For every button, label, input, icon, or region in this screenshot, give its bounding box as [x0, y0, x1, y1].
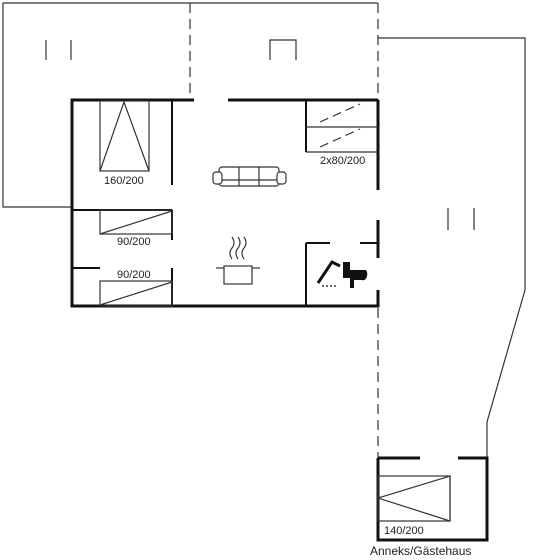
bed-single-2-label: 90/200: [117, 269, 151, 281]
bed-main-double: [99, 100, 150, 172]
bed-single-2: [99, 280, 173, 307]
bed-single-1: [99, 209, 173, 235]
terrace-outline: [2, 2, 526, 458]
cooking-pot-icon: [216, 236, 260, 285]
annex-caption: Anneks/Gästehaus: [370, 544, 471, 558]
bed-annex-label: 140/200: [384, 525, 424, 537]
shower-icon: [316, 260, 341, 287]
toilet-icon: [343, 262, 368, 288]
bed-single-1-label: 90/200: [117, 236, 151, 248]
sofa-icon: [212, 166, 287, 187]
bed-main-label: 160/200: [104, 175, 144, 187]
deck-markers: [45, 39, 475, 230]
bed-bunk: [306, 103, 378, 153]
bed-bunk-label: 2x80/200: [320, 155, 365, 167]
bed-annex: [377, 475, 451, 522]
